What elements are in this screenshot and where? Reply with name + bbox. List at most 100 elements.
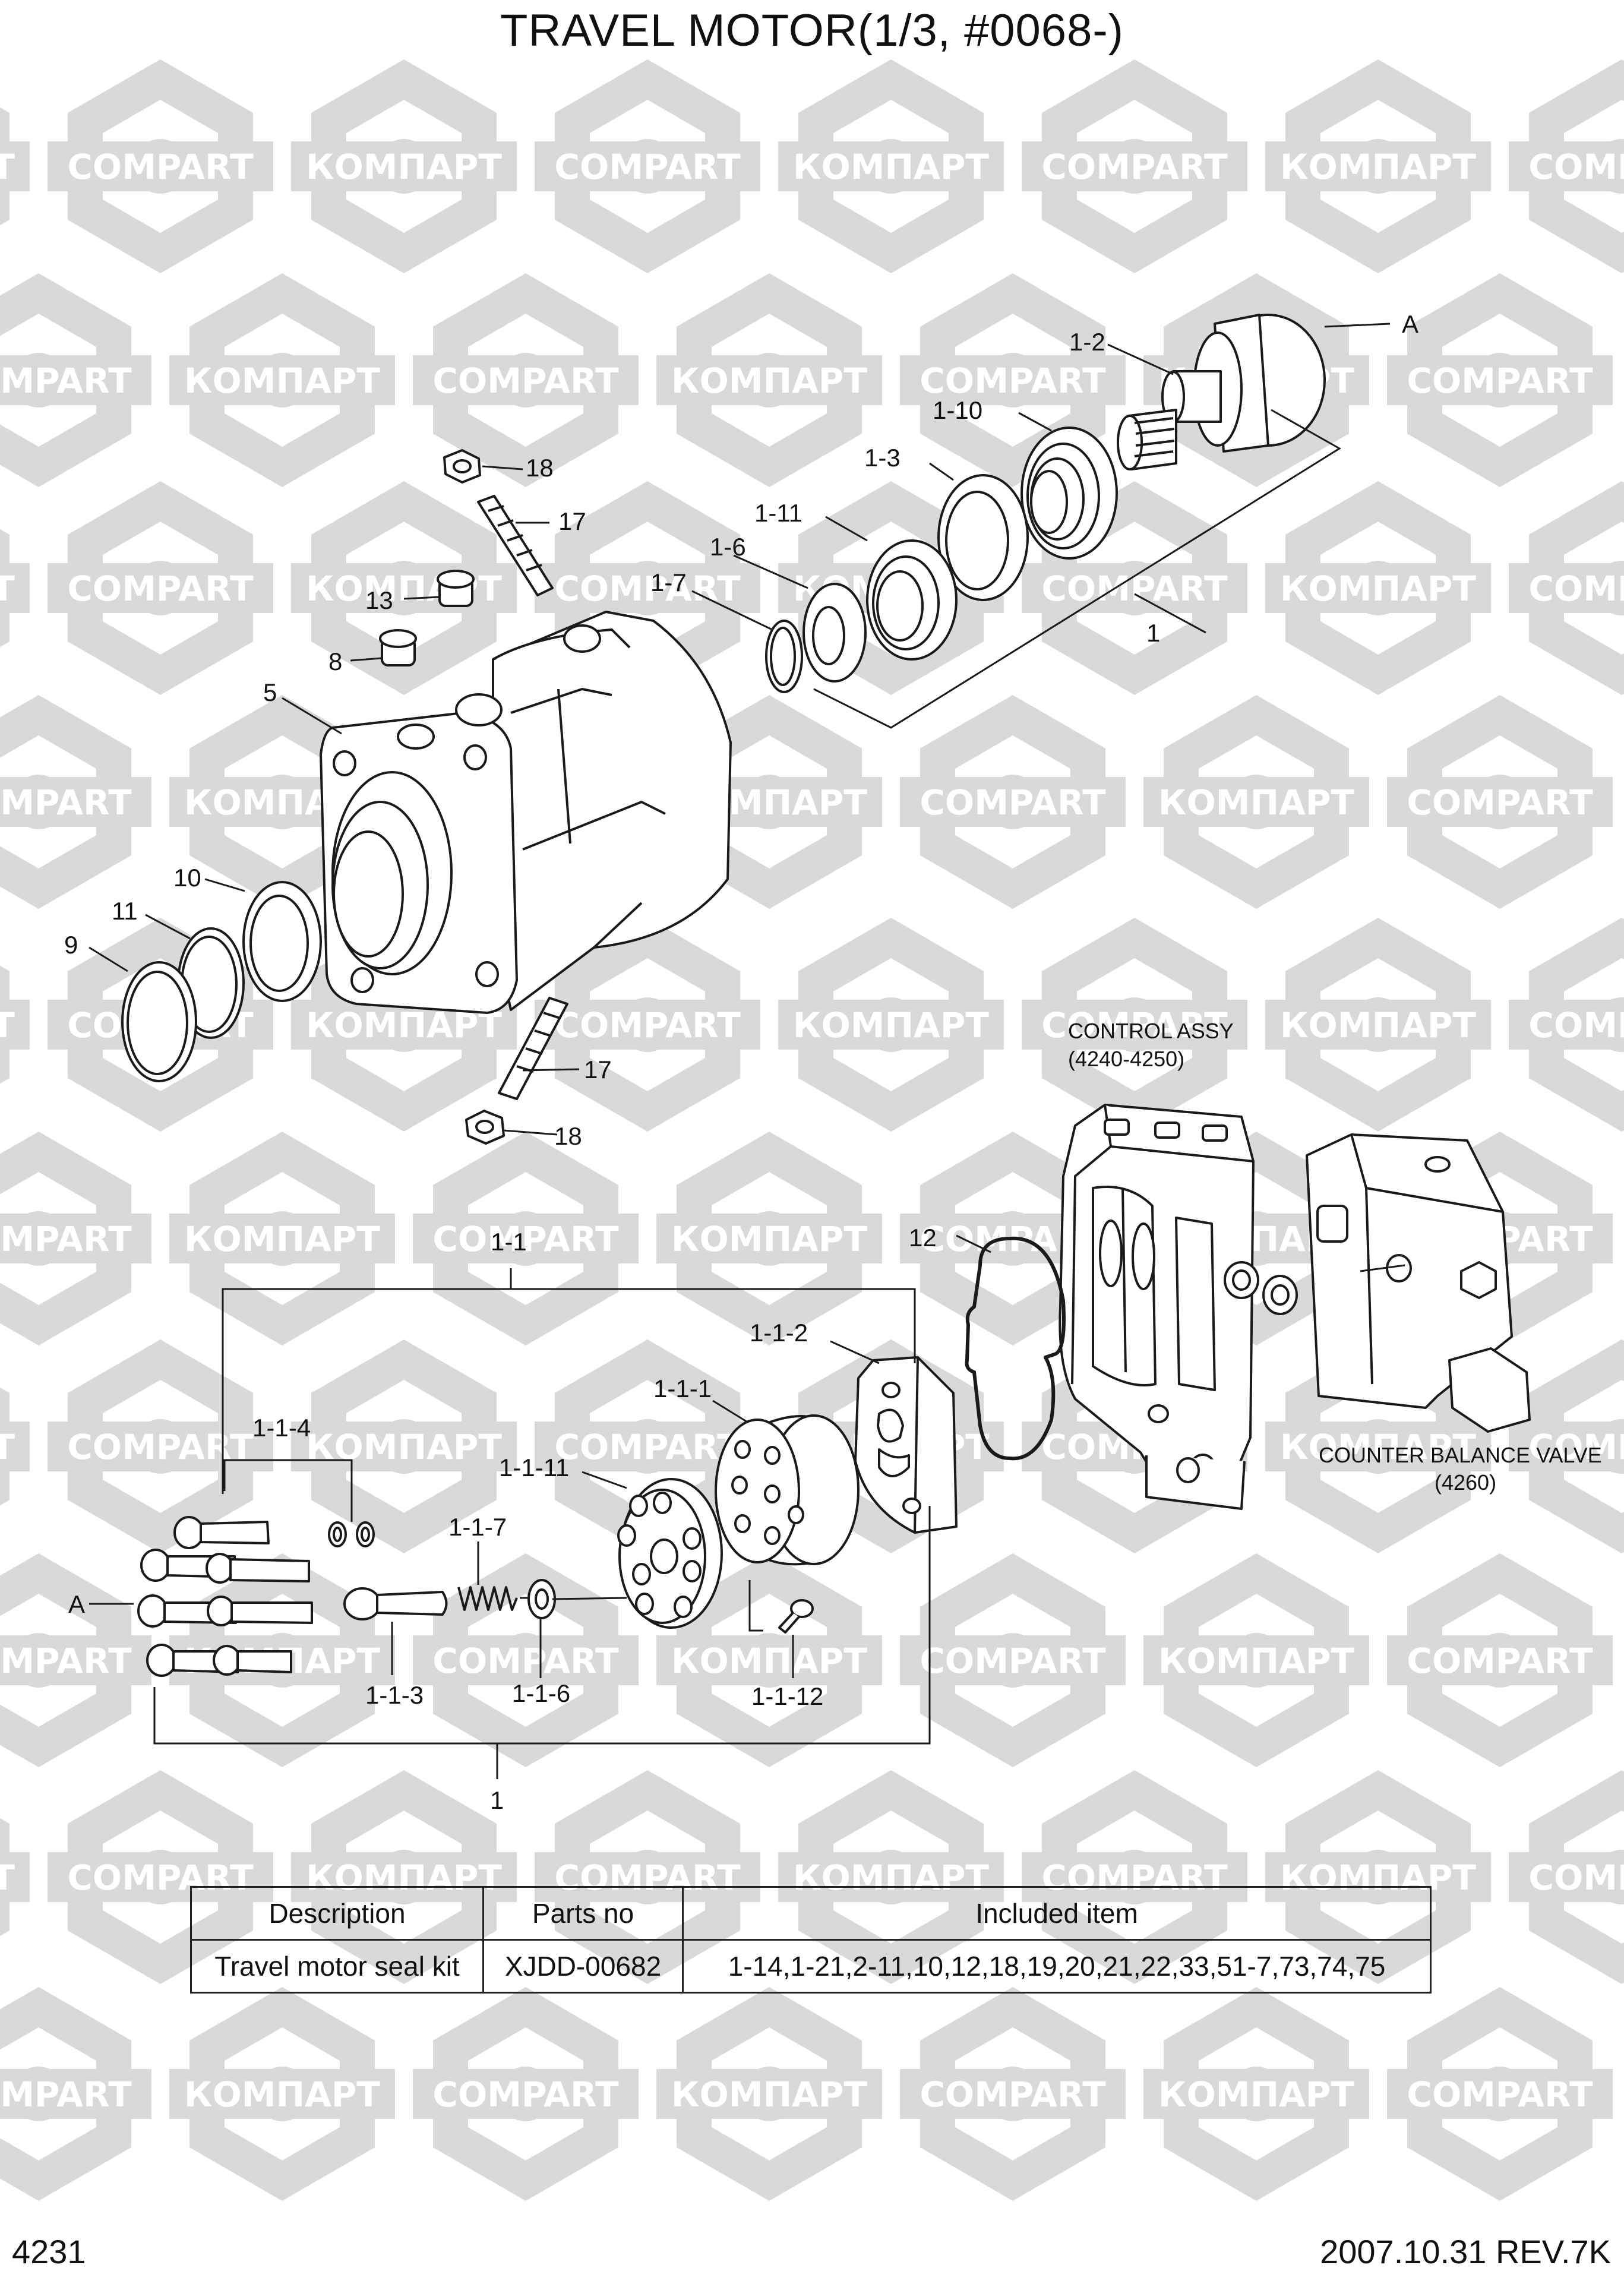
label-18-bottom: 18: [554, 1122, 582, 1150]
watermark-word: COMPART: [432, 361, 619, 401]
callout-labels: 1-2 A 1-10 1-3 1-11 1-6 1-7 1 18 17 13 8…: [64, 310, 1602, 1814]
nut-top: [443, 449, 481, 484]
watermark-word: КОМПАРТ: [1280, 568, 1476, 609]
counter-balance-valve-block: [1306, 1133, 1531, 1433]
watermark-band: [656, 1214, 882, 1263]
watermark-word: КОМПАРТ: [306, 147, 502, 187]
watermark-word: КОМПАРТ: [671, 1219, 867, 1259]
watermark-word: COMPART: [1528, 1427, 1624, 1467]
watermark-band: [0, 1852, 30, 1902]
bearing-1-10: [1020, 427, 1118, 560]
header-parts-no: Parts no: [482, 1886, 684, 1941]
header-description: Description: [190, 1886, 484, 1941]
watermark-word: КОМПАРТ: [0, 568, 15, 609]
watermark-band: [1387, 1635, 1613, 1685]
watermark-word: КОМПАРТ: [793, 147, 989, 187]
label-8: 8: [328, 647, 342, 675]
label-1-3: 1-3: [864, 444, 901, 472]
watermark-band: [0, 1421, 30, 1471]
seal-10: [242, 881, 322, 1002]
watermark-band: [900, 355, 1126, 405]
counter-balance-label: COUNTER BALANCE VALVE: [1319, 1443, 1602, 1467]
label-5: 5: [263, 678, 277, 706]
label-A-top: A: [1402, 310, 1418, 338]
center-pin: [343, 1587, 448, 1620]
label-1-1-3: 1-1-3: [365, 1681, 424, 1709]
watermark-band: [0, 355, 151, 405]
label-1-1-7: 1-1-7: [448, 1513, 507, 1541]
watermark-word: COMPART: [1407, 2074, 1593, 2115]
label-1-10: 1-10: [933, 396, 982, 424]
label-1-11: 1-11: [754, 499, 802, 527]
watermark-word: COMPART: [67, 1427, 254, 1467]
bolt-1-1-12: [778, 1599, 814, 1634]
watermark-word: КОМПАРТ: [1280, 1427, 1476, 1467]
drive-shaft-part: [1117, 314, 1326, 470]
label-1-1: 1-1: [491, 1228, 527, 1256]
watermark-word: COMPART: [432, 2074, 619, 2115]
washer-1-6: [802, 583, 867, 683]
watermark-word: COMPART: [0, 2074, 132, 2115]
watermark-band: [291, 1421, 517, 1471]
label-9: 9: [64, 931, 78, 959]
plug-13: [437, 570, 475, 607]
watermark-word: COMPART: [1041, 1005, 1228, 1045]
watermark-word: COMPART: [1528, 1005, 1624, 1045]
watermark-band: [1022, 1000, 1247, 1050]
stud-bolt-top: [477, 495, 554, 596]
cell-description: Travel motor seal kit: [190, 1939, 484, 1994]
watermark-band: [413, 1635, 639, 1685]
label-1-2: 1-2: [1069, 328, 1105, 356]
watermark-band: [413, 1214, 639, 1263]
watermark-word: КОМПАРТ: [184, 2074, 380, 2115]
watermark-band: [0, 141, 30, 191]
control-assy-label: CONTROL ASSY: [1068, 1019, 1234, 1043]
watermark-band: [1143, 777, 1369, 827]
nut-bottom: [465, 1110, 505, 1145]
watermark-band: [1143, 2069, 1369, 2119]
label-1-1-4: 1-1-4: [252, 1414, 311, 1442]
watermark-band: [1509, 1421, 1624, 1471]
control-assy-range: (4240-4250): [1068, 1047, 1184, 1071]
watermark-word: КОМПАРТ: [671, 361, 867, 401]
watermark-band: [656, 1635, 882, 1685]
page-title: TRAVEL MOTOR(1/3, #0068-): [500, 5, 1124, 56]
label-A-bottom: A: [68, 1590, 85, 1618]
watermark-word: КОМПАРТ: [793, 1005, 989, 1045]
page-number: 4231: [12, 2233, 86, 2270]
watermark-band: [1509, 1000, 1624, 1050]
label-17-top: 17: [558, 507, 586, 535]
label-1-1-6: 1-1-6: [512, 1679, 570, 1707]
watermark-band: [535, 1000, 760, 1050]
watermark-word: КОМПАРТ: [671, 1641, 867, 1681]
table-header-row: Description Parts no Included item: [190, 1886, 1432, 1941]
label-11: 11: [112, 897, 138, 925]
watermark-word: КОМПАРТ: [0, 1857, 15, 1898]
watermark-word: COMPART: [554, 147, 741, 187]
watermark-word: КОМПАРТ: [1158, 2074, 1354, 2115]
watermark-band: [48, 1421, 273, 1471]
watermark-band: [1387, 777, 1613, 827]
watermark-word: COMPART: [67, 568, 254, 609]
watermark-word: COMPART: [1407, 1641, 1593, 1681]
watermark-word: COMPART: [67, 147, 254, 187]
cell-included-item: 1-14,1-21,2-11,10,12,18,19,20,21,22,33,5…: [682, 1939, 1432, 1994]
watermark-word: COMPART: [432, 1219, 619, 1259]
watermark-word: COMPART: [920, 1641, 1106, 1681]
watermark-band: [1265, 141, 1491, 191]
label-1-1-2: 1-1-2: [750, 1319, 808, 1347]
watermark-band: [0, 563, 30, 613]
plug-8: [379, 629, 417, 666]
label-10: 10: [173, 864, 201, 892]
watermark-word: COMPART: [1041, 568, 1228, 609]
watermark-band: [1265, 1000, 1491, 1050]
watermark-band: [413, 2069, 639, 2119]
watermark-word: COMPART: [554, 1005, 741, 1045]
motor-housing: [320, 611, 732, 1014]
watermark-band: [1387, 2069, 1613, 2119]
label-1: 1: [1146, 619, 1160, 647]
spring-1-1-7: [457, 1586, 518, 1611]
watermark-word: КОМПАРТ: [1280, 147, 1476, 187]
label-1-1-12: 1-1-12: [751, 1682, 823, 1710]
watermark-band: [778, 141, 1004, 191]
